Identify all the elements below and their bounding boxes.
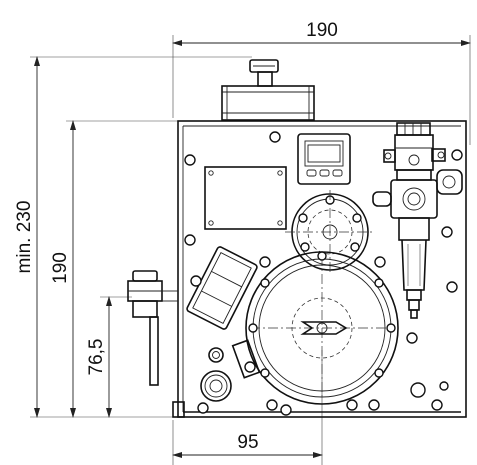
dimension-lines — [34, 40, 471, 458]
top-clamp — [221, 59, 315, 121]
bottom-connector — [200, 347, 232, 402]
dim-bottom-width: 95 — [237, 432, 258, 453]
drum-bracket — [231, 339, 261, 379]
display-unit — [297, 133, 351, 185]
filter-regulator — [372, 122, 463, 319]
angled-block — [186, 246, 258, 330]
label-plate — [204, 166, 287, 230]
dim-top-width: 190 — [306, 20, 338, 41]
extension-lines — [30, 35, 471, 465]
main-drum — [245, 251, 399, 405]
mounting-holes — [184, 131, 463, 416]
logo-mark — [300, 321, 348, 335]
dim-body-height: 190 — [50, 252, 71, 284]
dim-min-height: min. 230 — [14, 201, 35, 274]
main-housing — [172, 120, 467, 418]
side-fitting — [127, 270, 178, 386]
upper-cylinder — [285, 190, 375, 274]
dim-lower-height: 76,5 — [86, 339, 107, 376]
